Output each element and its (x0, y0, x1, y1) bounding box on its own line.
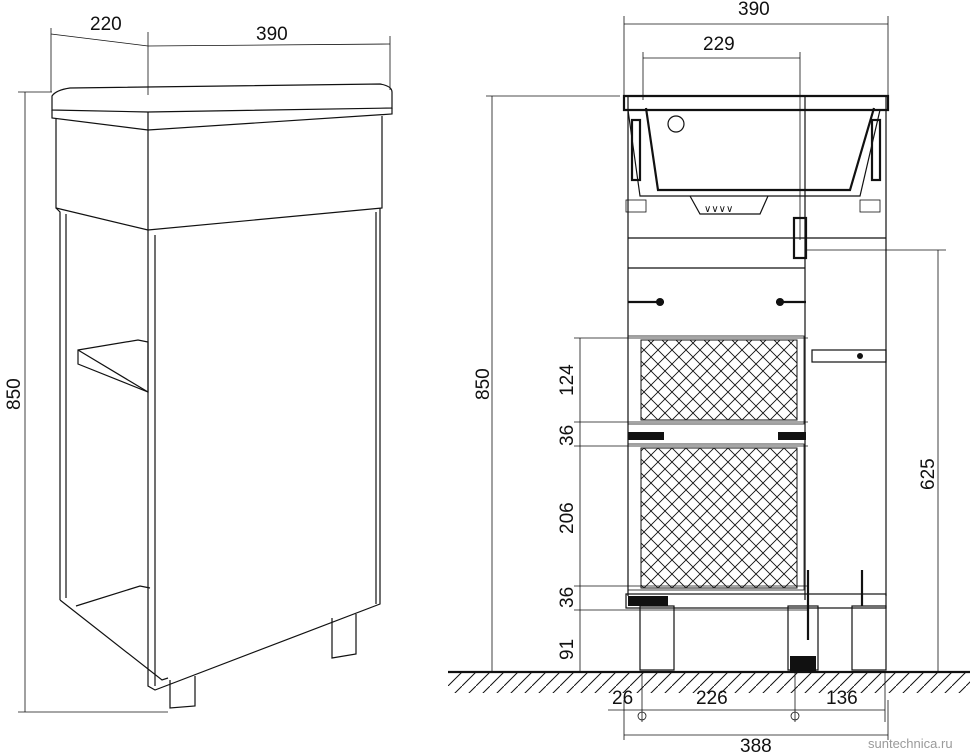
leg-91-dim: 91 (557, 639, 578, 660)
svg-text:∨∨∨∨: ∨∨∨∨ (704, 204, 733, 215)
gap-36-upper-dim: 36 (557, 425, 578, 446)
gap-206-dim: 206 (557, 502, 578, 534)
perspective-width-dim: 390 (256, 24, 288, 45)
front-drain-height-dim: 625 (918, 458, 939, 490)
bottom-26-dim: 26 (612, 688, 633, 709)
front-basin-dim: 229 (703, 34, 735, 55)
front-width-top-dim: 390 (738, 0, 770, 20)
bottom-388-dim: 388 (740, 736, 772, 754)
gap-36-lower-dim: 36 (557, 587, 578, 608)
bottom-226-dim: 226 (696, 688, 728, 709)
perspective-depth-dim: 220 (90, 14, 122, 35)
perspective-view (18, 28, 393, 713)
bottom-136-dim: 136 (826, 688, 858, 709)
perspective-height-dim: 850 (4, 378, 25, 410)
watermark: suntechnica.ru (868, 736, 953, 751)
front-view: ∨∨∨∨ (448, 16, 970, 740)
front-height-dim: 850 (473, 368, 494, 400)
gap-124-dim: 124 (557, 364, 578, 396)
